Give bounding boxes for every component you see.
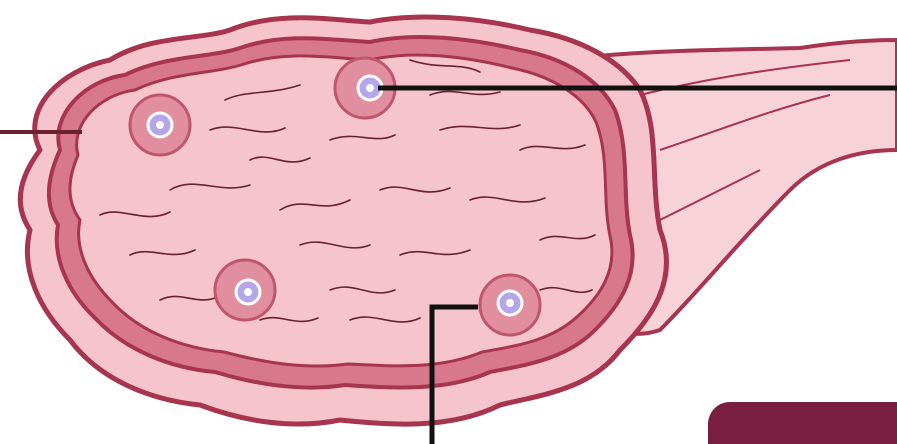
follicle <box>130 95 190 155</box>
follicle <box>215 260 275 320</box>
follicle <box>480 275 540 335</box>
corner-tab <box>708 402 897 444</box>
